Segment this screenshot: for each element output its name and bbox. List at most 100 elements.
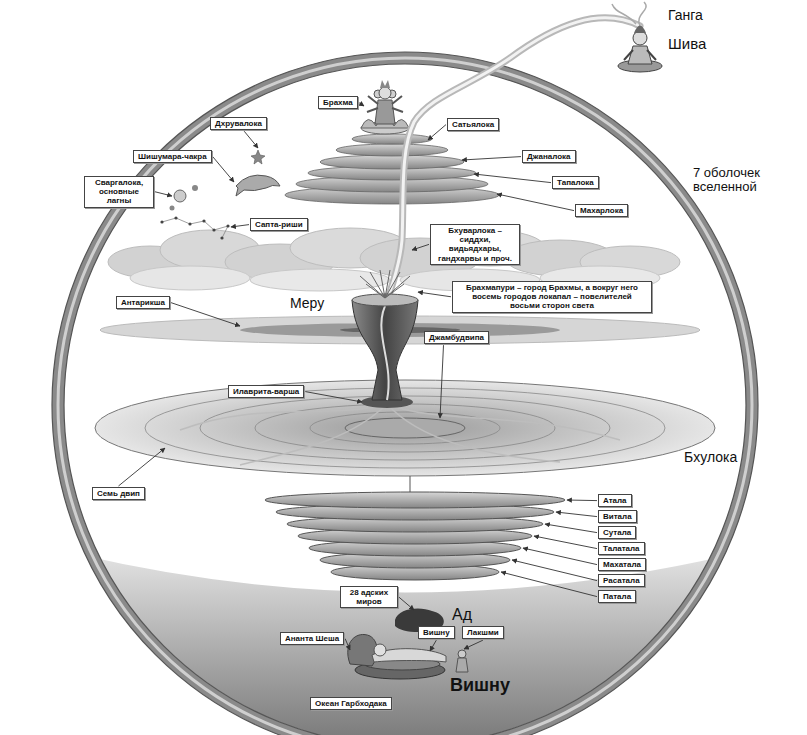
- callout-text: Сваргалока, основные лагны: [89, 178, 149, 206]
- star: [174, 216, 177, 219]
- region-label: Ганга: [668, 8, 703, 23]
- star: [220, 236, 223, 239]
- leader-line: [118, 448, 165, 486]
- callout-box: Брахма: [318, 96, 358, 109]
- callout-text: Витала: [603, 512, 632, 521]
- callout-box: Бхуварлока – сиддхи, видьядхары, гандхар…: [430, 224, 520, 265]
- callout-text: Джамбудвипа: [429, 333, 484, 342]
- callout-box: Шишумара-чакра: [133, 150, 212, 163]
- janaloka-disk: [320, 155, 464, 169]
- callout-box: Лакшми: [462, 626, 504, 639]
- callout-text: Тапалока: [557, 178, 594, 187]
- callout-text: Махарлока: [580, 206, 623, 215]
- callout-box: Антарикша: [116, 296, 170, 309]
- bhuloka-disk: [95, 380, 715, 476]
- leader-line: [412, 244, 429, 250]
- star: [226, 224, 229, 227]
- callout-text: Дхрувалока: [215, 119, 262, 128]
- shiva-body: [628, 46, 652, 64]
- leader-line: [464, 640, 483, 649]
- shishumara-dolphin: [236, 175, 280, 196]
- leader-line: [534, 536, 597, 549]
- callout-box: Махатала: [598, 558, 646, 571]
- callout-box: Витала: [598, 510, 637, 523]
- shesha-hood: [348, 634, 377, 666]
- cloud: [250, 269, 390, 291]
- vishnu-head: [374, 644, 386, 656]
- callout-text: Бхуварлока – сиддхи, видьядхары, гандхар…: [435, 226, 515, 263]
- region-label: 7 оболочек вселенной: [693, 166, 785, 195]
- leader-line: [155, 192, 172, 196]
- callout-box: Джамбудвипа: [424, 331, 489, 344]
- callout-box: Патала: [598, 590, 636, 603]
- ganga-river-core: [388, 18, 640, 298]
- callout-box: Сапта-риши: [250, 218, 308, 231]
- jambudvipa-island: [345, 418, 465, 438]
- region-label: Ад: [452, 606, 472, 624]
- leader-line: [418, 292, 451, 297]
- brahma-crown: [380, 80, 390, 88]
- axis-line: [410, 476, 411, 494]
- callout-text: Патала: [603, 592, 631, 601]
- leader-line: [462, 157, 521, 160]
- callout-text: Джаналока: [527, 152, 571, 161]
- leader-line: [567, 500, 597, 502]
- leader-line: [428, 125, 446, 140]
- callout-text: Расатала: [603, 576, 640, 585]
- saptarishi-constellation: [162, 218, 228, 238]
- callout-text: Брахмапури – город Брахмы, а вокруг него…: [457, 283, 647, 311]
- callout-box: Семь двип: [92, 487, 145, 500]
- callout-box: Расатала: [598, 574, 645, 587]
- dvipa-ring: [200, 396, 610, 460]
- callout-text: Брахма: [323, 98, 353, 107]
- callout-text: Атала: [603, 496, 627, 505]
- region-label: Вишну: [450, 676, 510, 696]
- lakshmi-head: [458, 650, 466, 658]
- leader-line: [305, 392, 362, 402]
- brahma-head: [379, 87, 391, 99]
- graha-planet: [174, 190, 186, 202]
- ganga-river: [388, 18, 640, 298]
- dvipa-ring: [145, 388, 665, 468]
- callout-text: Сапта-риши: [255, 220, 303, 229]
- leader-line: [545, 524, 597, 533]
- star: [160, 220, 163, 223]
- callout-text: Ананта Шеша: [285, 634, 339, 643]
- leader-line: [556, 512, 597, 517]
- callout-text: Сутала: [603, 528, 631, 537]
- callout-text: Лакшми: [467, 628, 499, 637]
- star: [212, 228, 215, 231]
- graha-planet: [170, 206, 175, 211]
- callout-text: 28 адских миров: [345, 588, 393, 606]
- cloud: [130, 266, 250, 290]
- brahmapuri-spires: [360, 270, 410, 298]
- callout-text: Илаврита-варша: [233, 387, 299, 396]
- leader-line: [501, 572, 597, 597]
- callout-box: Тапалока: [552, 176, 599, 189]
- callout-box: Талатала: [598, 542, 645, 555]
- satyaloka-disk: [352, 134, 432, 144]
- leader-line: [345, 639, 350, 650]
- dvipa-ring: [310, 412, 500, 444]
- callout-text: Антарикша: [121, 298, 165, 307]
- callout-box: Ананта Шеша: [280, 632, 344, 645]
- rivers: [180, 404, 620, 465]
- region-label: Бхулока: [684, 450, 737, 465]
- callout-box: Океан Гарбходака: [310, 697, 392, 710]
- callout-box: Сваргалока, основные лагны: [84, 176, 154, 208]
- callout-box: 28 адских миров: [340, 586, 398, 608]
- dhruva-star: [251, 150, 265, 164]
- callout-box: Джаналока: [522, 150, 576, 163]
- callout-box: Атала: [598, 494, 632, 507]
- callout-text: Семь двип: [97, 489, 140, 498]
- leader-line: [474, 174, 551, 183]
- leader-line: [440, 345, 444, 418]
- callout-text: Махатала: [603, 560, 641, 569]
- star: [188, 222, 191, 225]
- mount-meru: [352, 300, 418, 400]
- region-label: Меру: [290, 296, 324, 311]
